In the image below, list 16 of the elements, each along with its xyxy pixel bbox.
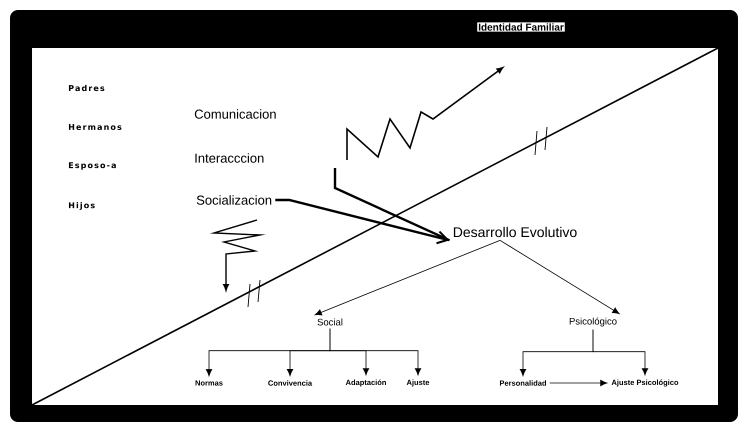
arrow bbox=[330, 328, 422, 376]
arrow bbox=[549, 380, 608, 386]
side-label: Hermanos bbox=[68, 124, 122, 130]
side-label: Hijos bbox=[68, 202, 95, 210]
arrow bbox=[500, 240, 620, 314]
side-label: Comunicacion bbox=[194, 109, 276, 119]
arrow bbox=[314, 240, 500, 316]
arrow bbox=[592, 329, 648, 376]
side-label: Interacccion bbox=[195, 153, 264, 163]
side-label: Padres bbox=[68, 84, 104, 92]
category-label: Psicológico bbox=[570, 318, 617, 326]
category-label: Social bbox=[318, 318, 342, 326]
arrow bbox=[275, 198, 450, 244]
category-label: Desarrollo Evolutivo bbox=[454, 226, 577, 238]
category-label: Socializacion bbox=[196, 195, 272, 205]
side-label: Esposo-a bbox=[68, 162, 116, 170]
